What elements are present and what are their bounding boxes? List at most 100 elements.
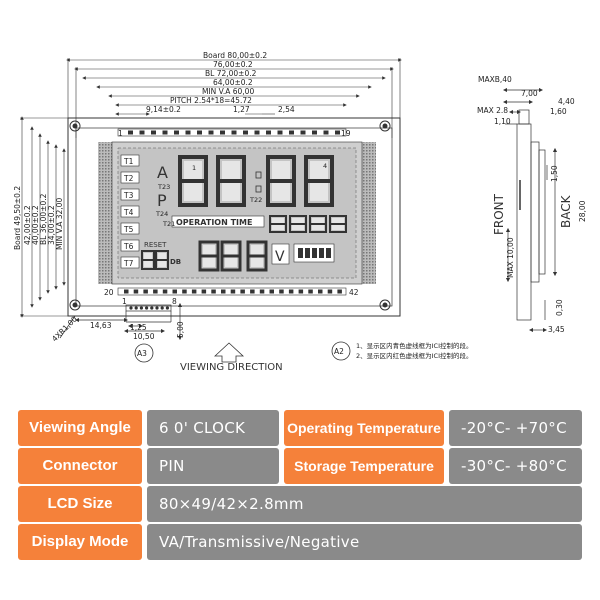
pin-pad: [269, 289, 274, 294]
pin-20-label: 20: [104, 288, 114, 297]
segment-fill: [203, 245, 215, 255]
viewing-direction-arrow: [213, 342, 245, 363]
mount-hole-tl: [69, 120, 81, 132]
pin-pad: [143, 289, 148, 294]
side-2800: 28,00: [578, 200, 587, 222]
seven-segment-digit: [269, 215, 287, 233]
dim-min-va-height: MIN V.A 32,00: [55, 198, 64, 250]
seven-segment-digit: [246, 240, 268, 272]
pin-pad: [259, 289, 265, 294]
pin-pad: [133, 289, 139, 294]
pin-pad: [288, 289, 294, 294]
note-1: 1、显示区内青色虚线框为ICI控制的段。: [356, 341, 473, 350]
segment-fill: [272, 225, 284, 230]
connector-pin: [145, 306, 149, 310]
side-maxb: MAXB,40: [478, 75, 512, 84]
segment-fill: [144, 261, 152, 267]
a2-marker: [331, 341, 351, 361]
dim-min-va-width: MIN V.A 60,00: [202, 87, 254, 96]
pin-pad: [323, 130, 329, 135]
pin-pad: [220, 130, 225, 135]
mount-hole-br: [379, 299, 391, 311]
main-digit-group: [178, 155, 334, 207]
mount-hole-tr: [379, 120, 391, 132]
seven-segment-digit: [198, 240, 220, 272]
battery-bar-indicator: [293, 243, 335, 263]
pin-pad: [300, 130, 306, 135]
seven-segment-digit: [309, 215, 327, 233]
pin-pad: [151, 130, 156, 135]
dim-914: 9,14±0.2: [146, 105, 181, 114]
connector-value: PIN: [147, 448, 279, 484]
segment-fill: [272, 183, 290, 201]
segment-fill: [184, 183, 202, 201]
conn-pin-1: 1: [122, 297, 127, 306]
pin-pad: [162, 130, 168, 135]
colon-dot: [255, 185, 262, 193]
digit-4-marker: 4: [323, 162, 327, 170]
dim-42: 42,00±0.2: [23, 205, 32, 245]
display-mode-label: Display Mode: [18, 524, 142, 560]
pin-pad: [318, 289, 323, 294]
t-indicator-column: [120, 154, 140, 269]
segment-fill: [332, 225, 344, 230]
connector-pin: [134, 306, 138, 310]
operating-temp-value: -20°C- +70°C: [449, 410, 582, 446]
segment-fill: [312, 225, 324, 230]
connector-pin: [150, 306, 154, 310]
pin-pad: [277, 130, 283, 135]
side-440: 4,40: [558, 97, 575, 106]
front-label: FRONT: [492, 193, 506, 235]
side-max1000: MAX 10,00: [506, 237, 515, 278]
pin-pad: [124, 289, 129, 294]
tab-t4: T4: [123, 208, 134, 217]
segment-fill: [222, 161, 240, 179]
side-150: 1,50: [550, 165, 559, 182]
connector-label: Connector: [18, 448, 142, 484]
seven-segment-digit: [216, 155, 246, 207]
viewing-direction-label: VIEWING DIRECTION: [180, 362, 283, 373]
a3-label: A3: [137, 349, 147, 358]
dim-board-height: Board 49,50±0.2: [13, 186, 22, 250]
pin-pad: [191, 289, 197, 294]
pin-pad: [153, 289, 158, 294]
operating-temp-label: Operating Temperature: [284, 410, 444, 446]
connector-pin: [129, 306, 133, 310]
spec-row-connector: Connector PIN Storage Temperature -30°C-…: [0, 448, 600, 484]
connector-pin: [165, 306, 169, 310]
tab-t3: T3: [123, 191, 134, 200]
dim-64: 64,00±0.2: [213, 78, 253, 87]
v-letter: V: [275, 249, 285, 265]
lcd-letter-a: A: [157, 163, 168, 182]
pin-pad: [298, 289, 304, 294]
pin-pad: [254, 130, 260, 135]
tab-t7: T7: [123, 259, 134, 268]
top-dimensions: [66, 58, 402, 138]
segment-fill: [203, 257, 215, 267]
pin-pad: [208, 130, 214, 135]
dim-34: 34,00±0.2: [47, 205, 56, 245]
segment-fill: [251, 257, 263, 267]
seven-segment-digit: [178, 155, 208, 207]
segment-fill: [225, 245, 237, 255]
side-110: 1,10: [494, 117, 511, 126]
pin-pad: [182, 289, 187, 294]
pin-pad: [308, 289, 313, 294]
operation-time-box: [171, 215, 265, 228]
segment-fill: [310, 183, 328, 201]
segment-fill: [272, 218, 284, 223]
bottom-pin-row: [117, 287, 347, 296]
tab-t6: T6: [123, 242, 134, 251]
spec-row-viewing-angle: Viewing Angle 6 0' CLOCK Operating Tempe…: [0, 410, 600, 446]
lcd-size-label: LCD Size: [18, 486, 142, 522]
pin-pad: [230, 289, 236, 294]
seven-segment-digit: [155, 250, 169, 270]
side-160: 1,60: [550, 107, 567, 116]
mount-hole-bl: [69, 299, 81, 311]
mount-hole-tl-center: [72, 123, 78, 129]
pin-pad: [266, 130, 271, 135]
lower-digit-group: [141, 240, 268, 272]
seven-segment-digit: [329, 215, 347, 233]
seven-segment-digit: [289, 215, 307, 233]
dim-1463: 14,63: [90, 321, 112, 330]
